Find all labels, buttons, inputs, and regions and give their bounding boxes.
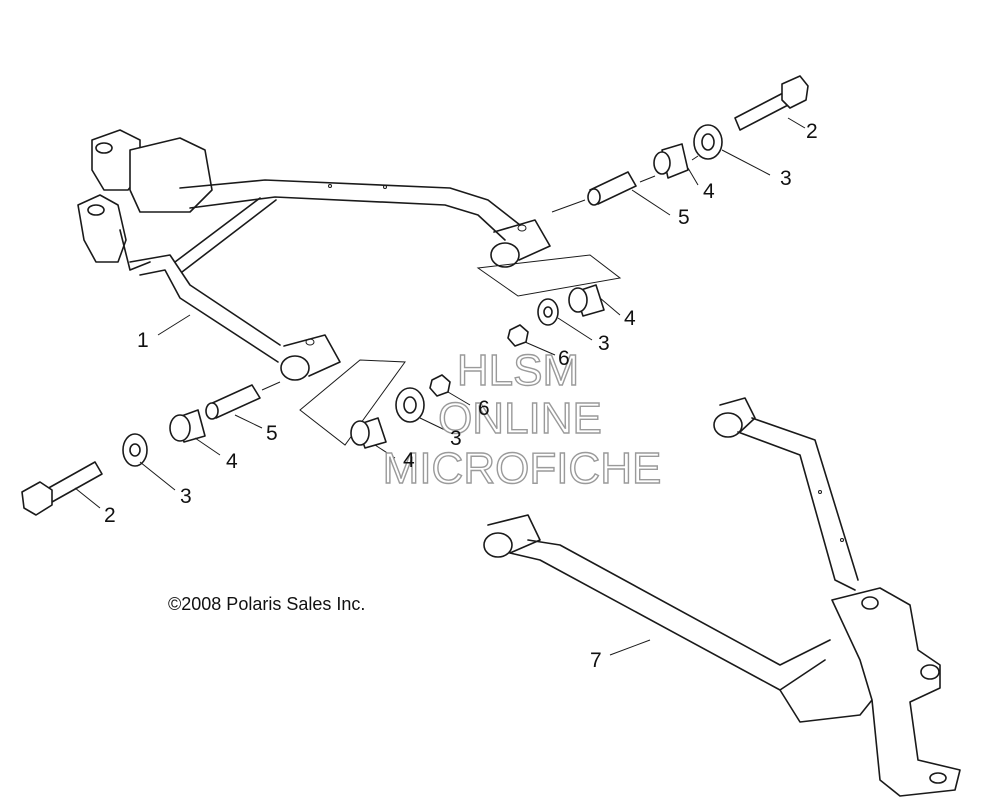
callout-4-mid: 4	[624, 307, 636, 330]
copyright-notice: ©2008 Polaris Sales Inc.	[168, 594, 365, 614]
callout-5-lower: 5	[266, 422, 278, 445]
watermark-line-2: ONLINE	[438, 394, 602, 443]
watermark-line-1: HLSM	[457, 346, 579, 395]
watermark-line-3: MICROFICHE	[383, 444, 662, 493]
hardware-parts	[21, 75, 809, 516]
callout-2-lower: 2	[104, 504, 116, 527]
callout-5-upper: 5	[678, 206, 690, 229]
callout-6-upper: 6	[558, 347, 570, 370]
callout-6-lower: 6	[478, 397, 490, 420]
callout-3-front: 3	[450, 427, 462, 450]
callout-numbers: 1 2 2 3 3 3 3 4 4 4 4 5 5 6 6 7	[104, 120, 818, 672]
callout-2-upper: 2	[806, 120, 818, 143]
upper-a-arm	[77, 129, 551, 381]
callout-4-front: 4	[403, 449, 415, 472]
watermark: HLSM ONLINE MICROFICHE	[382, 345, 662, 493]
callout-3-mid: 3	[598, 332, 610, 355]
callout-4-left: 4	[226, 450, 238, 473]
callout-3-left: 3	[180, 485, 192, 508]
callout-4-upper: 4	[703, 180, 715, 203]
lower-a-arm	[483, 397, 961, 797]
callout-1: 1	[137, 329, 149, 352]
leader-lines	[74, 117, 806, 656]
callout-3-upper: 3	[780, 167, 792, 190]
callout-7: 7	[590, 649, 602, 672]
